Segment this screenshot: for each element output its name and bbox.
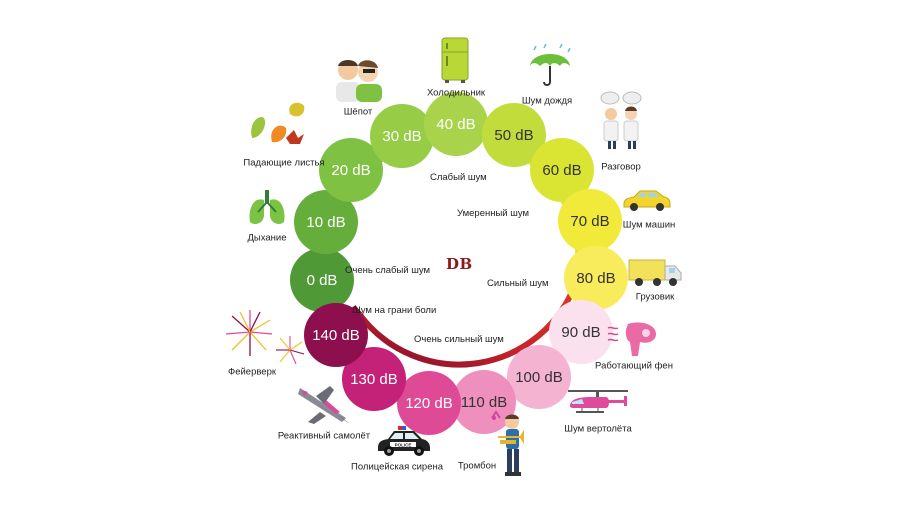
level-label: 0 dB xyxy=(306,271,338,289)
arc-label-very-strong: Очень сильный шум xyxy=(414,334,504,345)
source-label-whisper: Шёпот xyxy=(343,106,373,118)
source-label-cars: Шум машин xyxy=(622,219,676,231)
umbrella-rain-icon xyxy=(530,43,571,86)
truck-icon xyxy=(628,259,682,286)
source-label-helicopter: Шум вертолёта xyxy=(564,423,632,435)
level-label: 40 dB xyxy=(436,115,476,133)
level-label: 60 dB xyxy=(542,161,582,179)
source-label-fridge: Холодильник xyxy=(426,87,486,99)
helicopter-icon xyxy=(568,390,628,413)
level-label: 100 dB xyxy=(515,368,563,386)
level-label: 20 dB xyxy=(331,161,371,179)
fridge-icon xyxy=(441,37,469,83)
level-circle-100db: 100 dB xyxy=(507,345,571,409)
source-label-trombone: Тромбон xyxy=(457,460,497,472)
svg-text:POLICE: POLICE xyxy=(395,443,412,448)
source-label-rain: Шум дождя xyxy=(521,95,573,107)
source-label-police: Полицейская сирена xyxy=(350,461,444,473)
jet-icon xyxy=(298,386,350,424)
level-label: 130 dB xyxy=(350,370,398,388)
level-circle-30db: 30 dB xyxy=(370,104,434,168)
level-label: 10 dB xyxy=(306,213,346,231)
car-icon xyxy=(623,190,671,211)
level-label: 140 dB xyxy=(312,326,360,344)
arc-label-strong: Сильный шум xyxy=(487,278,549,289)
level-circle-120db: 120 dB xyxy=(397,371,461,435)
source-label-jet: Реактивный самолёт xyxy=(277,430,371,442)
level-label: 70 dB xyxy=(570,212,610,230)
arc-label-pain-threshold: Шум на грани боли xyxy=(352,305,437,316)
hairdryer-icon xyxy=(607,322,656,356)
source-label-breathing: Дыхание xyxy=(247,232,287,244)
fireworks-icon xyxy=(225,310,305,365)
center-title: DB xyxy=(446,255,473,273)
police-car-icon: POLICE xyxy=(378,426,430,456)
source-label-fireworks: Фейерверк xyxy=(227,366,277,378)
level-label: 110 dB xyxy=(460,393,508,411)
level-label: 90 dB xyxy=(561,323,601,341)
leaves-icon xyxy=(251,102,305,144)
source-label-leaves: Падающие листья xyxy=(243,157,325,169)
arc-label-very-weak: Очень слабый шум xyxy=(345,265,431,276)
arc-label-moderate: Умеренный шум xyxy=(457,208,530,219)
level-label: 30 dB xyxy=(382,127,422,145)
level-circle-140db: 140 dB xyxy=(304,303,368,367)
level-circle-80db: 80 dB xyxy=(564,246,628,310)
level-label: 120 dB xyxy=(405,394,453,412)
arc-label-weak: Слабый шум xyxy=(430,172,487,183)
level-label: 80 dB xyxy=(576,269,616,287)
source-label-hairdryer: Работающий фен xyxy=(595,360,673,372)
whisper-icon xyxy=(336,60,382,102)
lungs-icon xyxy=(249,190,285,224)
level-circle-40db: 40 dB xyxy=(424,92,488,156)
source-label-conversation: Разговор xyxy=(601,161,641,173)
conversation-icon xyxy=(600,91,642,149)
level-label: 50 dB xyxy=(494,126,534,144)
level-circle-70db: 70 dB xyxy=(558,189,622,253)
level-circle-0db: 0 dB xyxy=(290,248,354,312)
trombone-icon xyxy=(491,410,524,476)
source-label-truck: Грузовик xyxy=(635,291,675,303)
